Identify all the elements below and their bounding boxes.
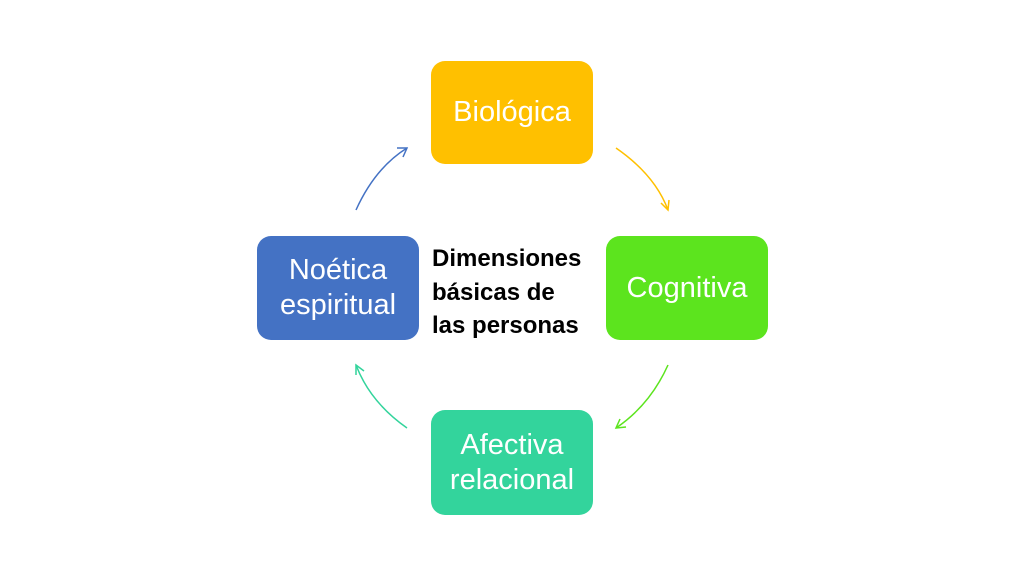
node-noetica-espiritual: Noética espiritual	[257, 236, 419, 340]
node-biologica: Biológica	[431, 61, 593, 164]
arrow-noetica-to-biologica	[355, 147, 409, 211]
arrow-biologica-to-cognitiva	[615, 147, 670, 212]
arrow-afectiva-to-noetica	[355, 363, 408, 429]
arrow-cognitiva-to-afectiva	[614, 364, 669, 429]
center-title: Dimensiones básicas de las personas	[432, 245, 582, 340]
node-afectiva-relacional: Afectiva relacional	[431, 410, 593, 515]
node-cognitiva: Cognitiva	[606, 236, 768, 340]
